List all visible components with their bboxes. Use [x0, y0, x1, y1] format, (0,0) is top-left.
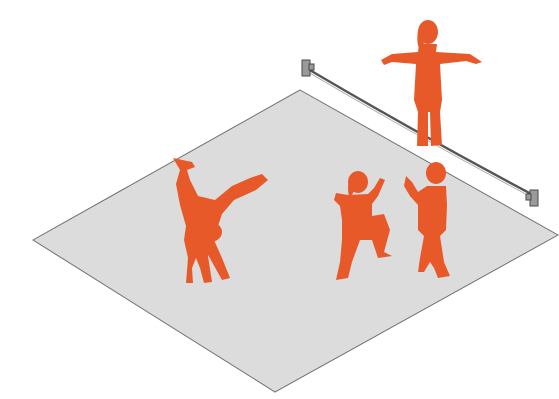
child-balancing-figure — [381, 20, 482, 146]
play-floor — [33, 90, 558, 392]
left-anchor — [302, 60, 314, 76]
